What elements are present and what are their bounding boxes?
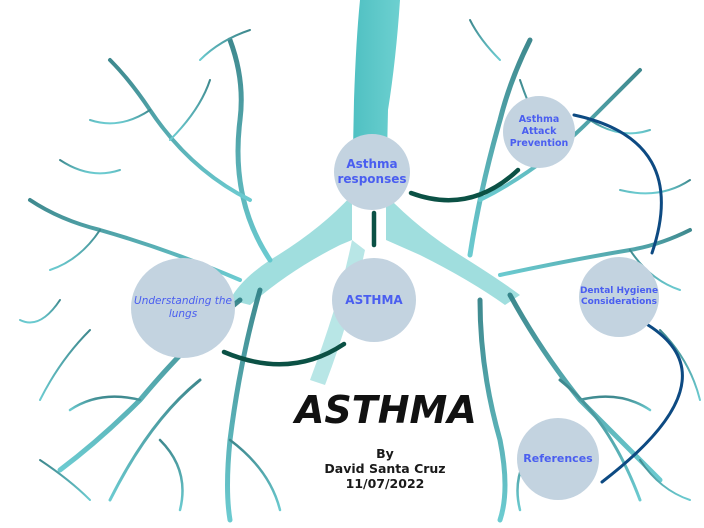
node-label: Understanding the lungs [134,294,232,320]
node-dental-hygiene[interactable]: Dental Hygiene Considerations [579,257,659,337]
slide-title: ASTHMA [295,388,477,432]
connector-lungs-asthma [221,341,347,367]
connector-dental-references [600,323,684,484]
node-understanding-lungs[interactable]: Understanding the lungs [131,258,235,358]
node-references[interactable]: References [517,418,599,500]
node-asthma[interactable]: ASTHMA [332,258,416,342]
byline: By David Santa Cruz 11/07/2022 [300,446,470,491]
node-label: ASTHMA [345,292,403,307]
node-label: Asthma responses [337,157,407,186]
connector-responses-prevention [408,167,521,203]
byline-date: 11/07/2022 [345,476,425,491]
node-asthma-responses[interactable]: Asthma responses [334,134,410,210]
node-label: Dental Hygiene Considerations [579,285,659,307]
byline-author: David Santa Cruz [324,461,446,476]
byline-by: By [376,446,394,461]
node-label: Asthma Attack Prevention [509,114,569,149]
node-label: References [523,452,593,466]
connector-prevention-dental [572,113,663,255]
node-asthma-attack-prevention[interactable]: Asthma Attack Prevention [503,96,575,168]
